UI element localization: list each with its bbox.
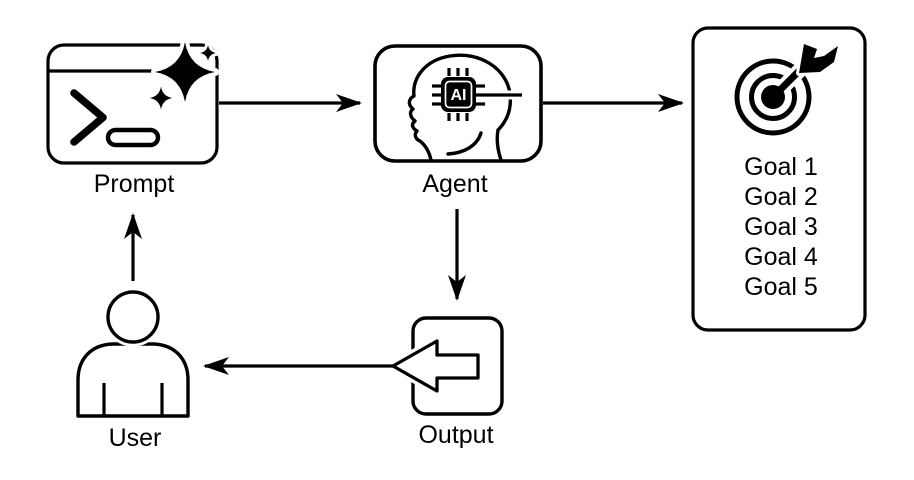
sparkles-icon (146, 38, 219, 113)
goal-list: Goal 1 Goal 2 Goal 3 Goal 4 Goal 5 (744, 153, 818, 301)
chip-pins (432, 68, 485, 121)
person-body (76, 342, 190, 418)
agent-label: Agent (422, 170, 487, 198)
target-middle-ring (749, 73, 797, 121)
head-ai-chip-icon: AI (407, 53, 522, 162)
prompt-label: Prompt (94, 170, 175, 198)
target-bullseye (761, 85, 785, 109)
person-icon (76, 287, 190, 418)
ai-chip-inner-border (444, 80, 473, 109)
sparkle-large (155, 42, 215, 102)
terminal-chevron (70, 89, 107, 146)
user-label: User (109, 424, 162, 452)
output-label: Output (418, 421, 493, 449)
goal-item-5: Goal 5 (744, 273, 818, 301)
goal-item-4: Goal 4 (744, 243, 818, 271)
person-head (106, 290, 160, 344)
goals-box (691, 26, 867, 332)
ai-chip-label: AI (451, 87, 467, 104)
output-node: Output (388, 316, 504, 449)
head-profile (407, 53, 513, 162)
target-dart-icon (734, 41, 841, 136)
goals-node: Goal 1 Goal 2 Goal 3 Goal 4 Goal 5 (691, 26, 867, 332)
user-node: User (76, 287, 190, 452)
flow-arrows (124, 94, 684, 375)
dart-fletching (799, 44, 838, 73)
target-outer-ring (734, 58, 812, 136)
terminal-underscore (105, 127, 161, 148)
sparkle-small (200, 45, 216, 61)
goal-item-2: Goal 2 (744, 183, 818, 211)
agent-node: AI Agent (373, 44, 543, 198)
ai-chip (441, 77, 476, 112)
terminal-window (46, 43, 219, 165)
goal-item-3: Goal 3 (744, 213, 818, 241)
export-arrow-shape (391, 339, 480, 393)
prompt-node: Prompt (46, 38, 219, 198)
sparkle-medium (149, 86, 173, 110)
head-jaw-line (446, 131, 483, 156)
goal-item-1: Goal 1 (744, 153, 818, 181)
agent-box (373, 44, 543, 163)
export-arrow-icon (388, 336, 483, 396)
